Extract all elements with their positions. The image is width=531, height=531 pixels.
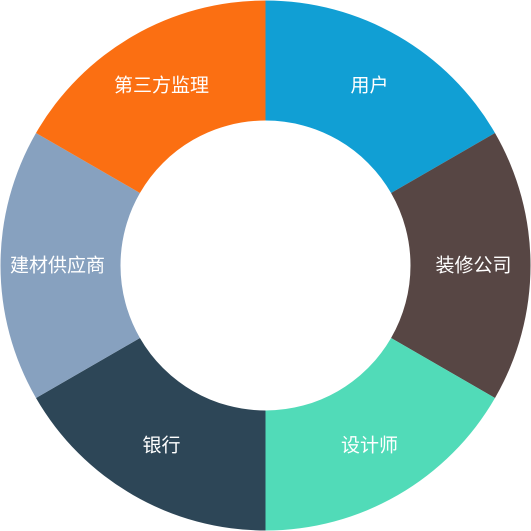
donut-slice-4 [0,133,140,398]
slice-label-1: 装修公司 [435,255,511,277]
donut-slice-1 [391,133,531,398]
slice-label-0: 用户 [350,74,388,96]
slice-label-2: 设计师 [341,435,398,457]
slice-label-3: 银行 [142,435,180,457]
donut-slice-2 [265,338,495,531]
donut-slice-0 [265,0,495,193]
slice-label-5: 第三方监理 [114,74,209,96]
slice-label-4: 建材供应商 [10,255,105,277]
donut-slice-5 [36,0,266,193]
donut-slice-3 [36,338,266,531]
